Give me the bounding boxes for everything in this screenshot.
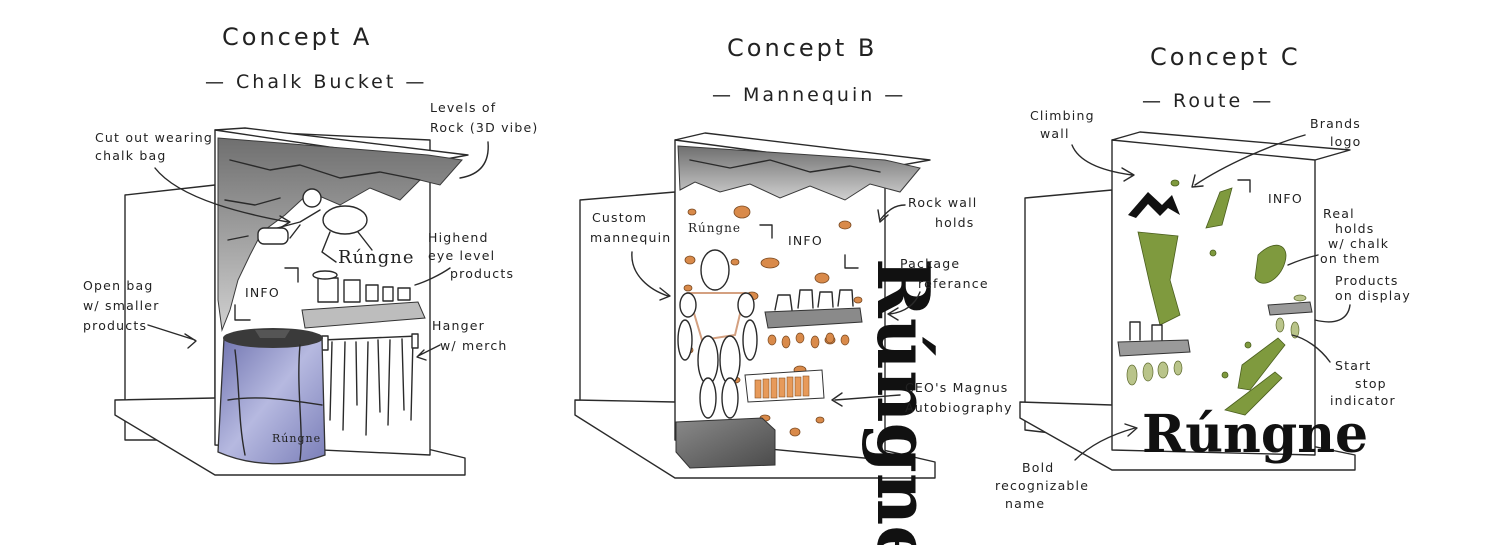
note-open-bag-line3: products — [83, 318, 147, 333]
note-real-line2: holds — [1335, 221, 1375, 236]
note-bold-line2: recognizable — [995, 478, 1089, 493]
concept-b-subtitle: — Mannequin — — [712, 84, 906, 106]
big-brand-name: Rúngne — [1142, 404, 1368, 465]
note-real-line1: Real — [1323, 206, 1355, 221]
booth-side-panel — [580, 192, 675, 430]
note-real-line4: on them — [1320, 251, 1381, 266]
concept-b: Concept B — Mannequin — Rúngne — [575, 34, 1013, 545]
concept-a-title: Concept A — [222, 23, 372, 51]
concept-c-subtitle: — Route — — [1142, 90, 1274, 112]
note-ceo-line1: CEO's Magnus — [905, 380, 1009, 395]
note-products-line2: on display — [1335, 288, 1411, 303]
note-package-line1: Package — [900, 256, 960, 271]
chalk-bucket-bag: Rúngne — [218, 328, 325, 464]
note-start-line3: indicator — [1330, 393, 1396, 408]
mannequin-plinth — [676, 418, 775, 468]
note-hanger-line1: Hanger — [432, 318, 485, 333]
note-cut-out-line2: chalk bag — [95, 148, 166, 163]
note-ceo-line2: Autobiography — [905, 400, 1013, 415]
info-label: INFO — [1268, 191, 1303, 206]
concept-b-title: Concept B — [727, 34, 877, 62]
concept-c-title: Concept C — [1150, 43, 1301, 71]
note-highend-line3: products — [450, 266, 514, 281]
note-bold-line3: name — [1005, 496, 1045, 511]
note-brands-line1: Brands — [1310, 116, 1361, 131]
note-highend-line1: Highend — [428, 230, 489, 245]
info-label: INFO — [245, 285, 280, 300]
info-label: INFO — [788, 233, 823, 248]
wall-brand-logo: Rúngne — [688, 221, 741, 235]
note-brands-line2: logo — [1330, 134, 1362, 149]
note-bold-line1: Bold — [1022, 460, 1054, 475]
arrow-products — [1315, 305, 1350, 322]
note-custom-line2: mannequin — [590, 230, 671, 245]
note-cut-out-line1: Cut out wearing — [95, 130, 213, 145]
note-levels-line2: Rock (3D vibe) — [430, 120, 538, 135]
concept-b-booth: Rúngne INFO — [575, 133, 946, 545]
note-climbing-line2: wall — [1040, 126, 1070, 141]
concept-a: Concept A — Chalk Bucket — Rúngne INFO — [83, 23, 538, 475]
note-rockwall-line2: holds — [935, 215, 975, 230]
concept-c: Concept C — Route — INFO — [995, 43, 1411, 511]
note-levels-line1: Levels of — [430, 100, 496, 115]
arrow-levels — [460, 142, 488, 178]
note-package-line2: referance — [918, 276, 989, 291]
note-hanger-line2: w/ merch — [440, 338, 508, 353]
note-open-bag-line1: Open bag — [83, 278, 154, 293]
concept-a-subtitle: — Chalk Bucket — — [205, 71, 427, 93]
note-rockwall-line1: Rock wall — [908, 195, 978, 210]
note-real-line3: w/ chalk — [1328, 236, 1389, 251]
note-highend-line2: eye level — [428, 248, 495, 263]
concept-c-booth: INFO — [1020, 132, 1368, 470]
autobiography-display — [745, 370, 824, 402]
note-start-line2: stop — [1355, 376, 1387, 391]
note-products-line1: Products — [1335, 273, 1399, 288]
note-custom-line1: Custom — [592, 210, 647, 225]
note-start-line1: Start — [1335, 358, 1372, 373]
wall-brand-logo: Rúngne — [338, 247, 415, 268]
note-climbing-line1: Climbing — [1030, 108, 1095, 123]
bag-brand-logo: Rúngne — [272, 432, 321, 445]
note-open-bag-line2: w/ smaller — [83, 298, 160, 313]
